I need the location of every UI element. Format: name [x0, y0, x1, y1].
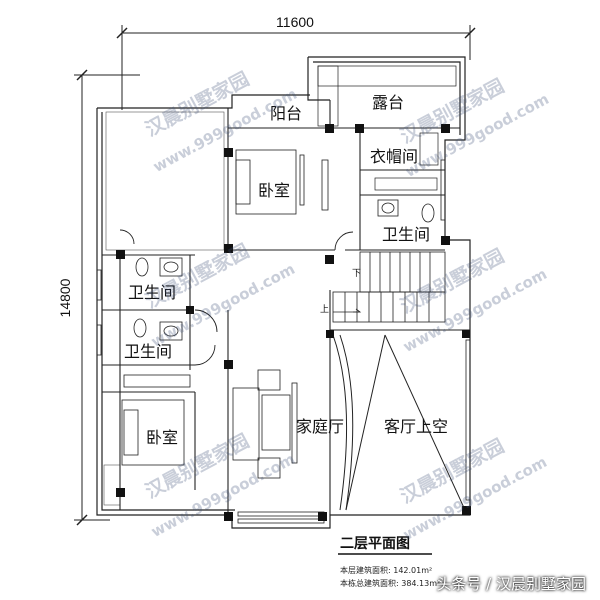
windows	[96, 159, 471, 524]
bathroom-right-fixtures	[377, 199, 435, 223]
room-label-bedroom-bottom: 卧室	[146, 429, 178, 447]
bed-top	[235, 149, 305, 215]
wardrobe-top	[321, 159, 329, 211]
exterior-walls	[96, 56, 471, 529]
room-label-bathroom-right: 卫生间	[382, 226, 430, 244]
sofa-set	[232, 369, 298, 479]
plan-title: 二层平面图	[340, 535, 410, 551]
columns	[116, 124, 471, 521]
roof-tiles-bottom-left	[103, 464, 121, 506]
stair-label-up: 上	[320, 304, 329, 314]
roof-tiles-top-left	[105, 111, 225, 251]
room-label-bathroom-left-1: 卫生间	[128, 284, 176, 302]
room-label-family-hall: 家庭厅	[296, 418, 344, 436]
source-footer: 头条号 / 汉晨别墅家园	[436, 575, 586, 593]
room-label-living-void: 客厅上空	[384, 418, 448, 436]
living-void-outline	[332, 334, 466, 511]
bed-bottom	[121, 374, 191, 466]
width-dimension-line	[116, 25, 476, 110]
room-label-bedroom-top: 卧室	[258, 182, 290, 200]
staircase	[332, 251, 446, 323]
doors	[119, 229, 354, 366]
floor-area-note: 本层建筑面积: 142.01m²	[340, 566, 433, 575]
room-label-bathroom-left-2: 卫生间	[124, 343, 172, 361]
cloakroom-racks	[374, 132, 439, 191]
room-label-cloakroom: 衣帽间	[370, 148, 418, 166]
room-label-terrace: 露台	[372, 94, 404, 112]
height-dimension-label: 14800	[57, 278, 73, 317]
room-label-balcony: 阳台	[270, 105, 302, 123]
stair-label-down: 下	[352, 268, 361, 278]
total-area-note: 本栋总建筑面积: 384.13m²	[340, 579, 441, 588]
width-dimension-label: 11600	[276, 14, 314, 30]
bathroom-left-fixtures	[133, 257, 183, 341]
height-dimension-line	[74, 69, 140, 526]
